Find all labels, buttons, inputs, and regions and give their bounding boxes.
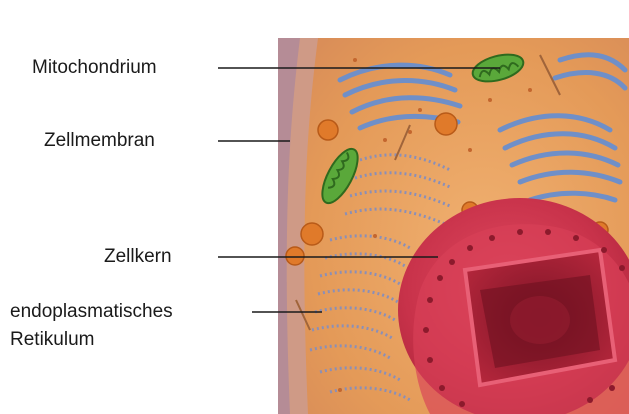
label-mitochondrium: Mitochondrium xyxy=(32,56,157,80)
label-zellmembran: Zellmembran xyxy=(44,129,155,153)
label-er-line1: endoplasmatisches xyxy=(10,300,173,324)
label-er-line2: Retikulum xyxy=(10,328,94,352)
label-zellkern: Zellkern xyxy=(104,245,172,269)
